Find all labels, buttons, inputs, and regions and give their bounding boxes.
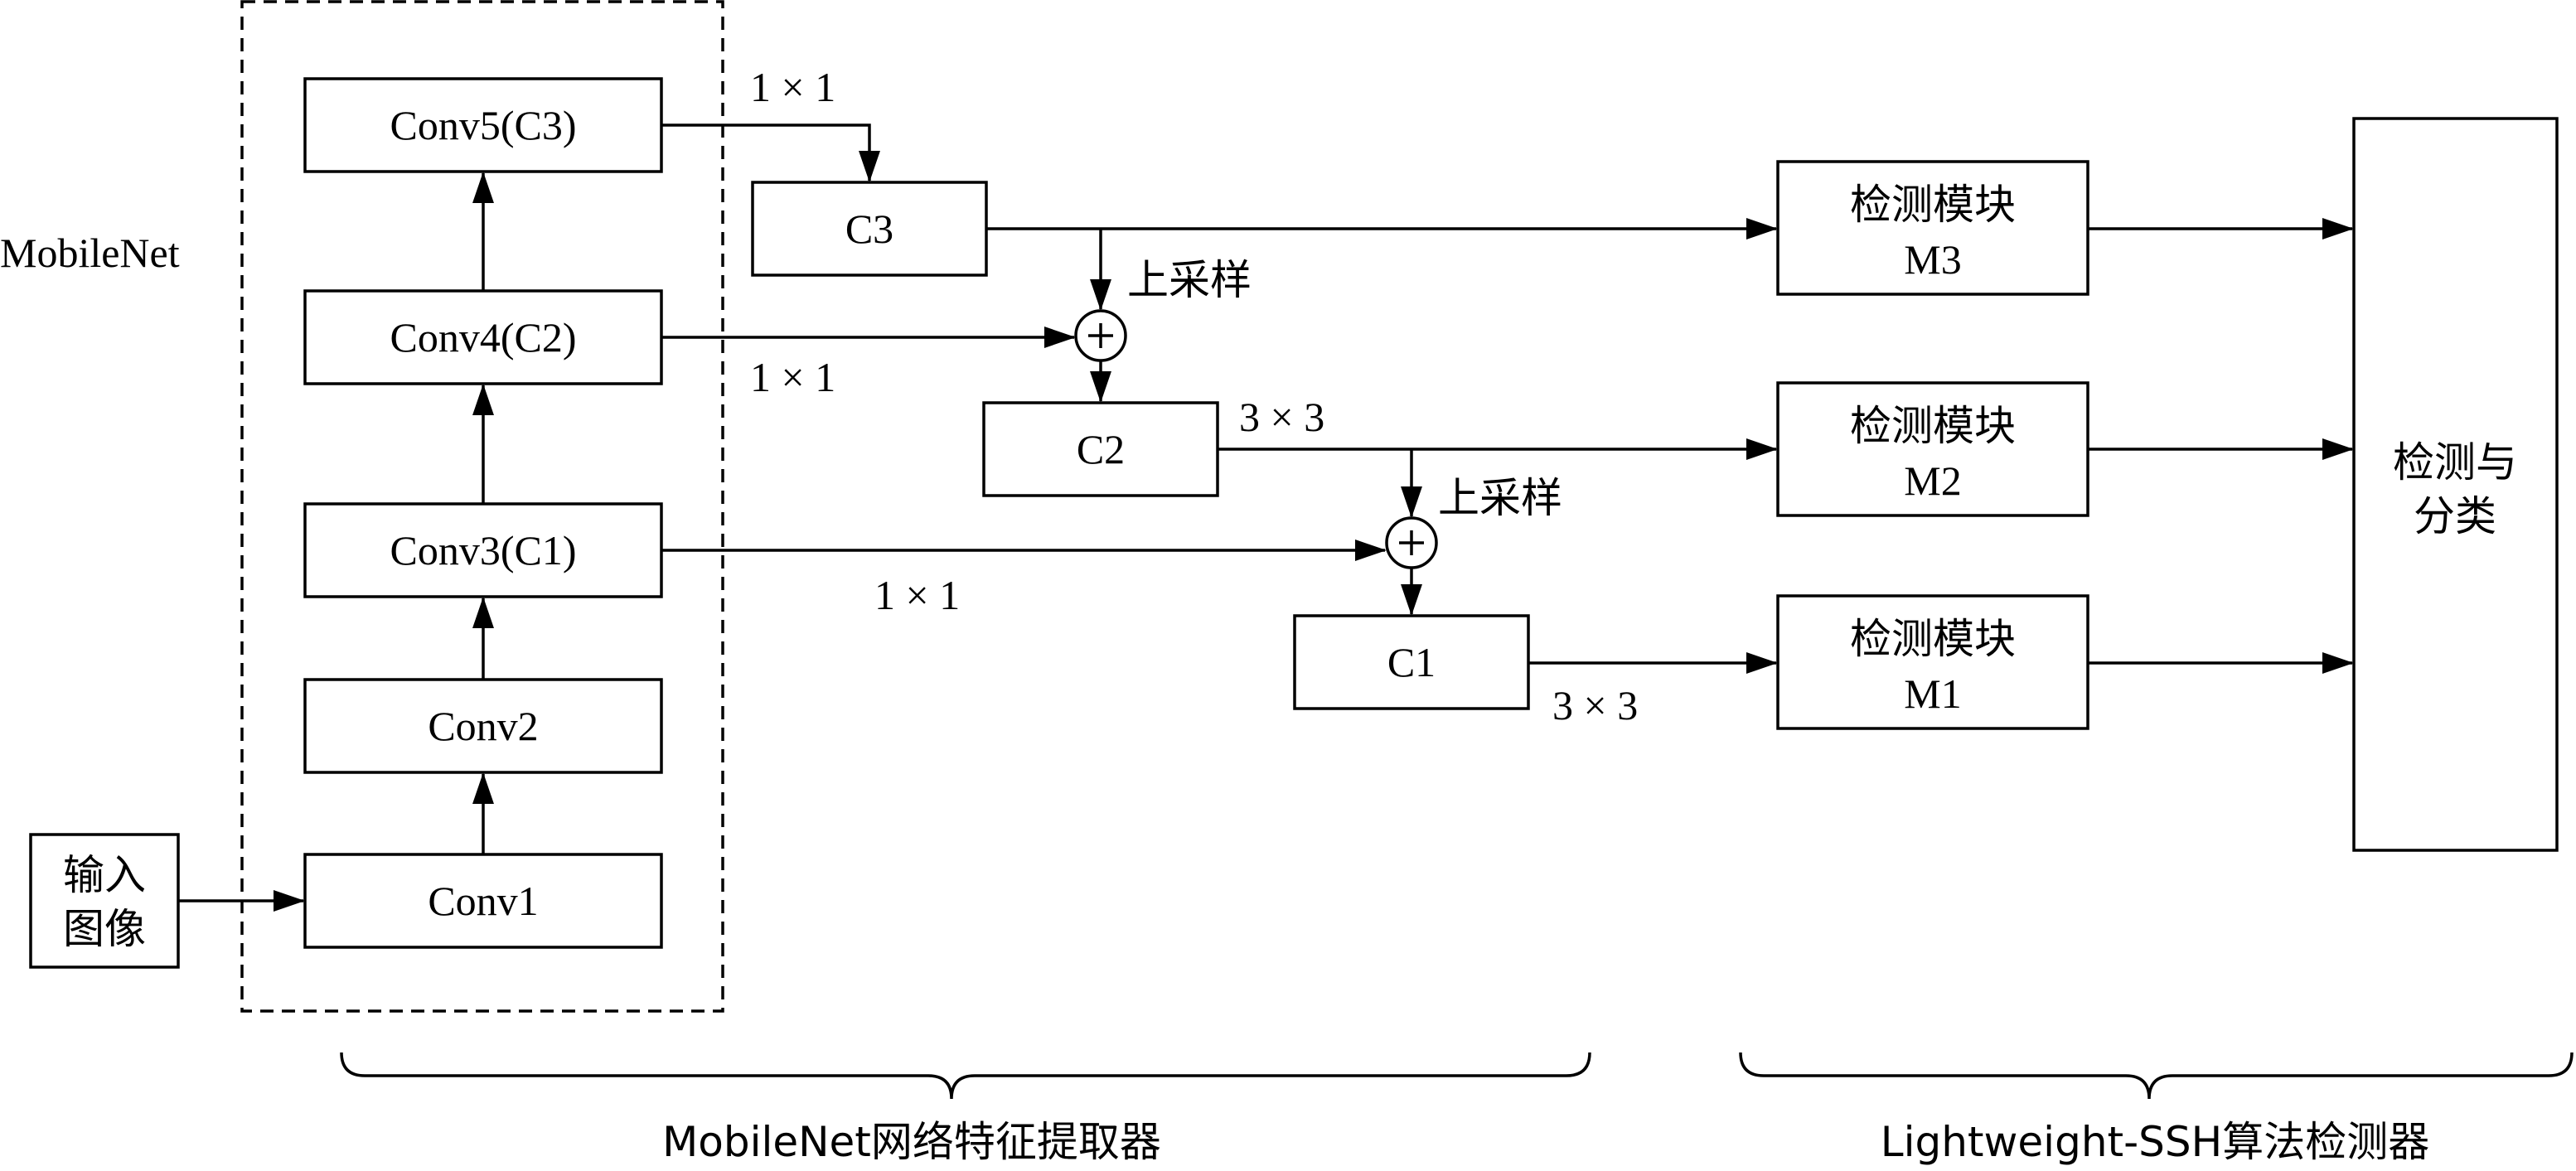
conv3-label: Conv3(C1) bbox=[390, 527, 577, 573]
detector-brace bbox=[1739, 1052, 2574, 1100]
classifier-box bbox=[2352, 117, 2559, 852]
mobilenet-backbone-container bbox=[240, 0, 724, 1013]
mobilenet-label: MobileNet bbox=[0, 230, 180, 276]
upsample-label-2: 上采样 bbox=[1438, 474, 1562, 522]
detect-module-m3-line2: M3 bbox=[1904, 236, 1961, 283]
detect-module-m1-line1: 检测模块 bbox=[1850, 615, 2016, 663]
detect-module-m2-line2: M2 bbox=[1904, 457, 1961, 504]
conv4-label: Conv4(C2) bbox=[390, 314, 577, 360]
c3-label: C3 bbox=[845, 206, 893, 252]
detect-module-m2-line1: 检测模块 bbox=[1850, 402, 2016, 450]
c3-box bbox=[751, 181, 988, 277]
detect-module-m3-line1: 检测模块 bbox=[1850, 181, 2016, 229]
conv2-label: Conv2 bbox=[428, 703, 538, 749]
classifier-line2: 分类 bbox=[2414, 492, 2496, 540]
classifier-line1: 检测与 bbox=[2393, 438, 2517, 486]
c1-m1-label: 3 × 3 bbox=[1552, 682, 1638, 728]
detect-module-m1-line2: M1 bbox=[1904, 670, 1961, 717]
conv5-box bbox=[303, 77, 663, 173]
extractor-brace bbox=[340, 1052, 1591, 1100]
input-image-label-line1: 输入 bbox=[63, 851, 146, 899]
conv1-box bbox=[303, 853, 663, 949]
conv5-c3-label: 1 × 1 bbox=[750, 64, 835, 110]
c1-box bbox=[1293, 614, 1530, 710]
c2-box bbox=[982, 401, 1219, 497]
conv4-add-label: 1 × 1 bbox=[750, 354, 835, 400]
conv3-add-label: 1 × 1 bbox=[874, 572, 960, 618]
c1-label: C1 bbox=[1387, 639, 1436, 685]
conv2-box bbox=[303, 678, 663, 774]
c2-m2-label: 3 × 3 bbox=[1239, 394, 1324, 440]
extractor-section-label: MobileNet网络特征提取器 bbox=[662, 1118, 1161, 1166]
detect-module-m2-box bbox=[1776, 381, 2089, 517]
input-image-box bbox=[29, 833, 180, 969]
conv5-label: Conv5(C3) bbox=[390, 102, 577, 148]
conv1-label: Conv1 bbox=[428, 878, 538, 924]
detector-section-label: Lightweight-SSH算法检测器 bbox=[1881, 1118, 2429, 1166]
input-image-label-line2: 图像 bbox=[63, 905, 146, 953]
upsample-label-1: 上采样 bbox=[1127, 256, 1252, 304]
conv5-to-c3-arrow bbox=[661, 123, 880, 182]
c2-label: C2 bbox=[1077, 426, 1125, 472]
detect-module-m1-box bbox=[1776, 594, 2089, 730]
